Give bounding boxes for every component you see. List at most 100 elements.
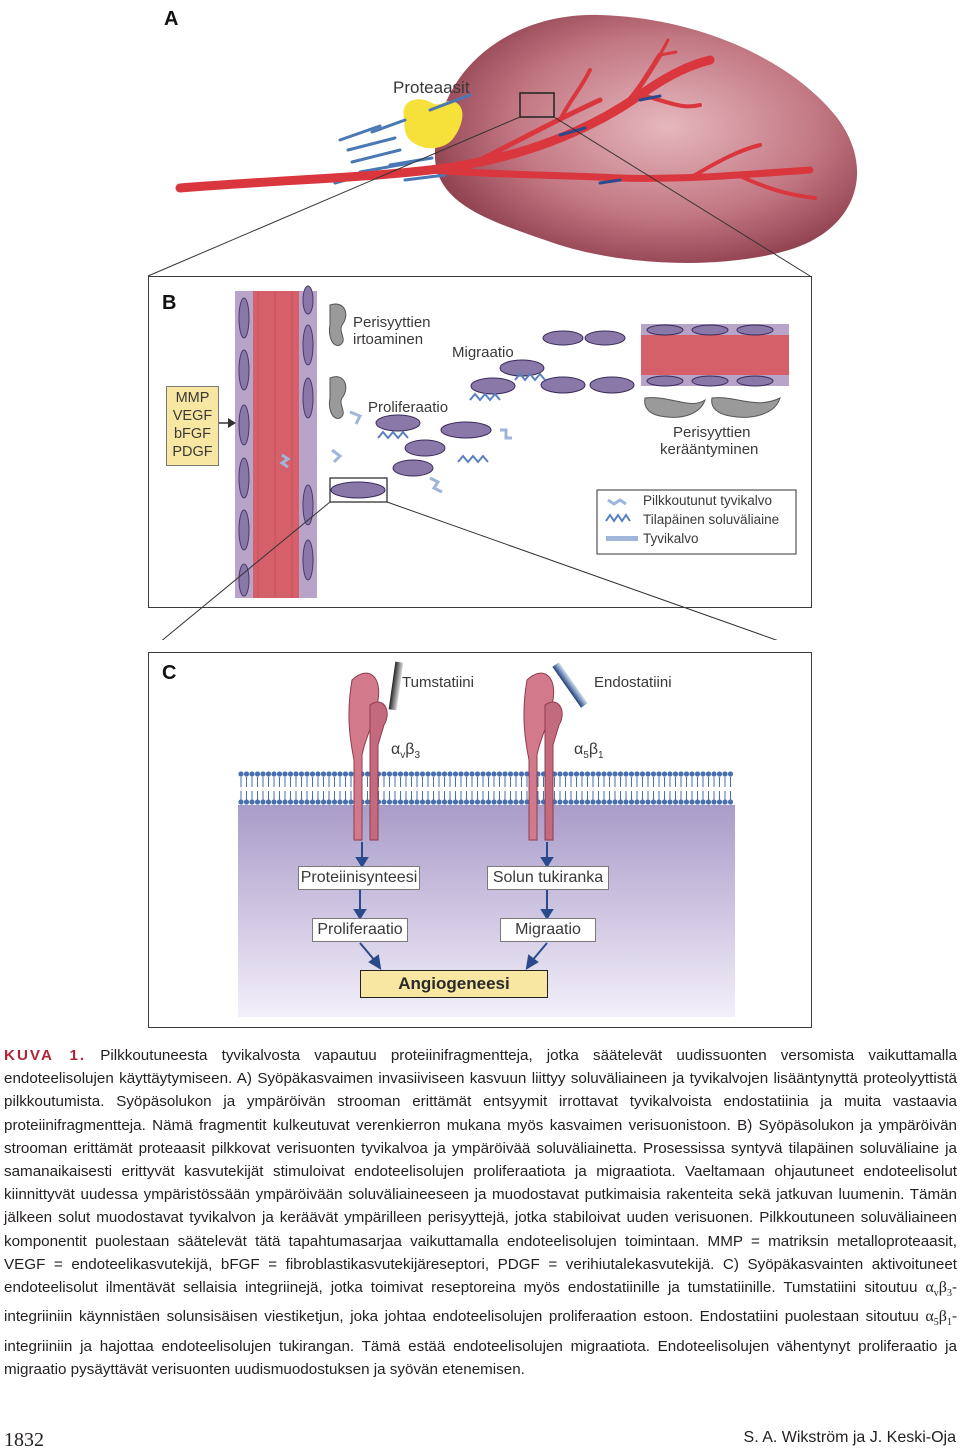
- lipid-head: [683, 799, 690, 805]
- lipid-head: [276, 771, 283, 777]
- migration-box: Migraatio: [500, 918, 596, 942]
- lipid-head: [727, 799, 734, 805]
- lipid-head: [304, 771, 310, 777]
- lipid-head: [694, 771, 701, 777]
- lipid-head: [326, 799, 332, 805]
- lipid-head: [601, 771, 607, 777]
- endostatin-rod: [552, 662, 588, 708]
- lipid-head: [364, 799, 371, 805]
- pericyte-recruit-label-2: kerääntyminen: [660, 441, 759, 458]
- lipid-head: [507, 799, 514, 805]
- lipid-head: [309, 799, 316, 805]
- lipid-head: [331, 799, 338, 805]
- lipid-head: [458, 799, 464, 805]
- lipid-head: [463, 771, 470, 777]
- lipid-head: [667, 799, 673, 805]
- lipid-head: [667, 771, 673, 777]
- lipid-head: [573, 771, 580, 777]
- legend-item-provisional: Tilapäinen soluväliaine: [643, 512, 780, 527]
- lipid-head: [315, 799, 321, 805]
- lipid-head: [414, 799, 420, 805]
- lipid-head: [716, 799, 723, 805]
- pericytes-recruited: [644, 397, 781, 418]
- lipid-head: [678, 799, 684, 805]
- lipid-head: [496, 771, 503, 777]
- lipid-head: [727, 771, 734, 777]
- lipid-head: [452, 799, 459, 805]
- membrane-lipids: [238, 771, 734, 805]
- lipid-head: [469, 799, 475, 805]
- lipid-head: [403, 799, 409, 805]
- lipid-head: [612, 771, 618, 777]
- lipid-head: [392, 771, 398, 777]
- growth-factors-box: MMP VEGF bFGF PDGF: [166, 386, 219, 466]
- lipid-head: [628, 771, 635, 777]
- lipid-head: [562, 771, 569, 777]
- pericyte-recruit-label-1: Perisyyttien: [673, 424, 751, 441]
- caption-text-3: -integriiniin ja hajottaa endoteelisoluj…: [4, 1308, 957, 1379]
- lipid-head: [364, 771, 371, 777]
- lipid-head: [584, 771, 591, 777]
- lipid-head: [606, 771, 613, 777]
- lipid-head: [458, 771, 464, 777]
- lipid-head: [425, 799, 431, 805]
- migrating-cells: [330, 330, 635, 499]
- lipid-head: [342, 799, 349, 805]
- lipid-head: [265, 771, 272, 777]
- angiogenesis-box: Angiogeneesi: [360, 970, 548, 998]
- lipid-head: [381, 799, 387, 805]
- lipid-head: [507, 771, 514, 777]
- caption-text-1: Pilkkoutuneesta tyvikalvosta vapautuu pr…: [4, 1047, 957, 1297]
- lipid-head: [441, 771, 448, 777]
- lipid-head: [397, 771, 404, 777]
- lipid-head: [326, 771, 332, 777]
- lipid-head: [441, 799, 448, 805]
- factor-bfgf: bFGF: [173, 426, 212, 442]
- zoom-box: [519, 92, 555, 118]
- lipid-head: [238, 799, 244, 805]
- lipid-head: [342, 771, 349, 777]
- panel-b-illustration: [161, 285, 797, 640]
- lipid-head: [557, 799, 563, 805]
- lipid-head: [634, 771, 640, 777]
- caption-integrin-a5b1: α5β1: [925, 1308, 952, 1329]
- lipid-head: [612, 799, 618, 805]
- lipid-head: [672, 799, 679, 805]
- lipid-head: [337, 799, 343, 805]
- lipid-head: [430, 771, 437, 777]
- lipid-head: [331, 771, 338, 777]
- proliferation-label: Proliferaatio: [368, 399, 449, 416]
- lipid-head: [623, 799, 629, 805]
- lipid-head: [689, 799, 695, 805]
- lipid-head: [628, 799, 635, 805]
- lipid-head: [254, 771, 261, 777]
- lipid-head: [293, 771, 299, 777]
- lipid-head: [463, 799, 470, 805]
- lipid-head: [524, 799, 530, 805]
- lipid-head: [595, 799, 602, 805]
- lipid-head: [243, 799, 250, 805]
- protein-synthesis-box: Proteiinisynteesi: [298, 866, 420, 890]
- pericytes-detaching: [329, 303, 347, 419]
- lipid-head: [650, 771, 657, 777]
- proteases-blob: [403, 99, 463, 149]
- lipid-head: [320, 771, 327, 777]
- lipid-head: [238, 771, 244, 777]
- lipid-head: [590, 771, 596, 777]
- lipid-head: [513, 799, 519, 805]
- lipid-head: [700, 771, 706, 777]
- lipid-head: [304, 799, 310, 805]
- lipid-head: [672, 771, 679, 777]
- lipid-head: [634, 799, 640, 805]
- proteases-label: Proteaasit: [393, 78, 470, 97]
- lipid-head: [282, 771, 288, 777]
- broken-membrane: [279, 410, 512, 494]
- lipid-head: [639, 771, 646, 777]
- lipid-head: [436, 771, 442, 777]
- panel-a-illustration: [147, 14, 858, 277]
- lipid-head: [447, 799, 453, 805]
- lipid-head: [485, 799, 492, 805]
- lipid-head: [425, 771, 431, 777]
- tumor-mass: [434, 14, 858, 263]
- lipid-head: [650, 799, 657, 805]
